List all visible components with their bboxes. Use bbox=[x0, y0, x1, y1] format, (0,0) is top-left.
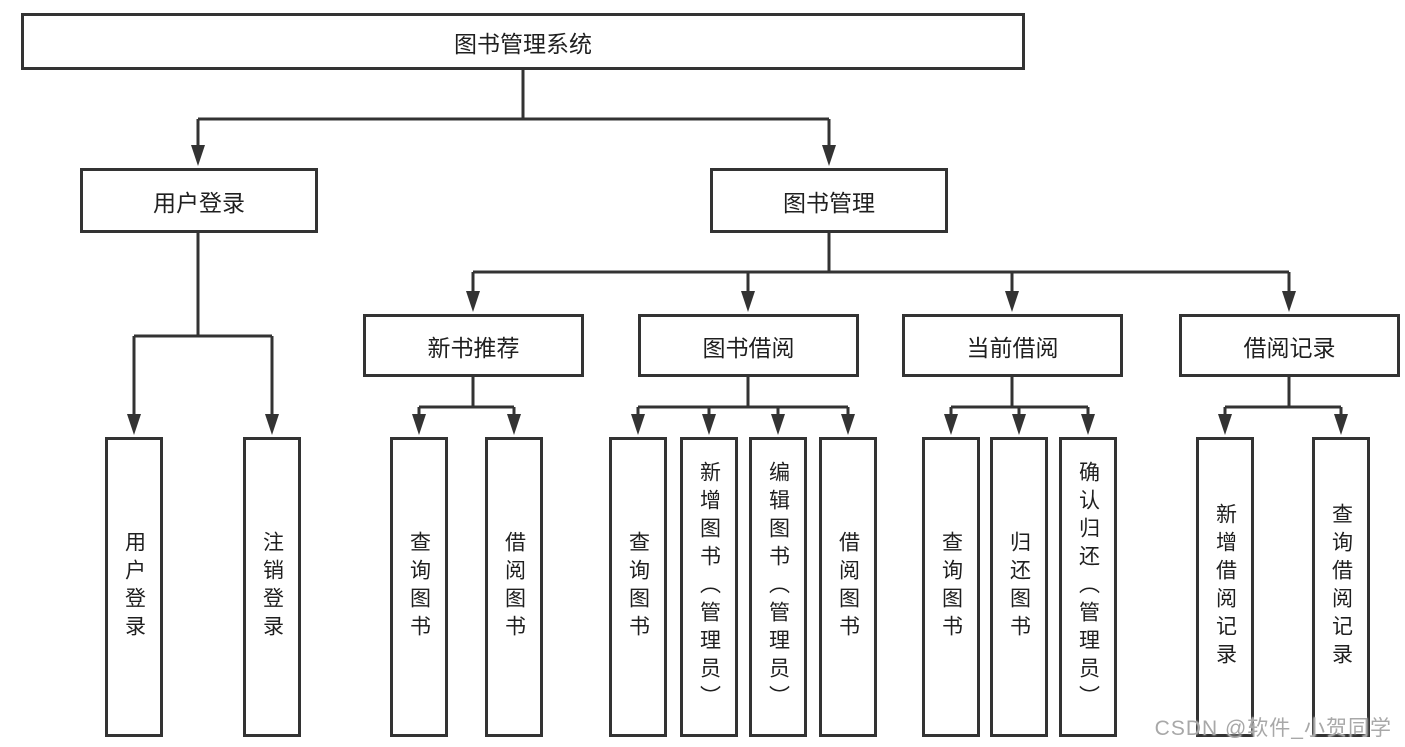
leaf-borrow-books-recommend: 借阅图书 bbox=[485, 437, 543, 737]
node-user-login: 用户登录 bbox=[80, 168, 318, 233]
leaf-user-login: 用户登录 bbox=[105, 437, 163, 737]
leaf-label: 确认归还（管理员） bbox=[1076, 461, 1100, 713]
leaf-logout: 注销登录 bbox=[243, 437, 301, 737]
node-new-book-recommend: 新书推荐 bbox=[363, 314, 584, 377]
leaf-return-books: 归还图书 bbox=[990, 437, 1048, 737]
leaf-label: 注销登录 bbox=[260, 531, 284, 643]
leaf-label: 用户登录 bbox=[122, 531, 146, 643]
node-label: 图书管理 bbox=[783, 189, 875, 216]
node-book-management: 图书管理 bbox=[710, 168, 948, 233]
node-borrow-records: 借阅记录 bbox=[1179, 314, 1400, 377]
leaf-label: 归还图书 bbox=[1007, 531, 1031, 643]
leaf-label: 新增图书（管理员） bbox=[697, 461, 721, 713]
leaf-label: 查询图书 bbox=[939, 531, 963, 643]
leaf-query-borrow-record: 查询借阅记录 bbox=[1312, 437, 1370, 737]
leaf-label: 编辑图书（管理员） bbox=[766, 461, 790, 713]
leaf-query-books-recommend: 查询图书 bbox=[390, 437, 448, 737]
leaf-label: 查询图书 bbox=[626, 531, 650, 643]
leaf-label: 借阅图书 bbox=[836, 531, 860, 643]
node-label: 新书推荐 bbox=[427, 334, 520, 361]
leaf-query-books-borrow: 查询图书 bbox=[609, 437, 667, 737]
leaf-add-books-admin: 新增图书（管理员） bbox=[680, 437, 738, 737]
node-label: 图书管理系统 bbox=[454, 30, 592, 57]
csdn-watermark: CSDN @软件_小贺同学 bbox=[1154, 717, 1392, 740]
leaf-label: 查询借阅记录 bbox=[1329, 503, 1353, 671]
node-label: 图书借阅 bbox=[702, 334, 795, 361]
leaf-label: 借阅图书 bbox=[502, 531, 526, 643]
leaf-borrow-books: 借阅图书 bbox=[819, 437, 877, 737]
node-library-management-system: 图书管理系统 bbox=[21, 13, 1025, 70]
leaf-confirm-return-admin: 确认归还（管理员） bbox=[1059, 437, 1117, 737]
node-current-borrow: 当前借阅 bbox=[902, 314, 1123, 377]
leaf-add-borrow-record: 新增借阅记录 bbox=[1196, 437, 1254, 737]
leaf-query-books-current: 查询图书 bbox=[922, 437, 980, 737]
leaf-edit-books-admin: 编辑图书（管理员） bbox=[749, 437, 807, 737]
node-book-borrow: 图书借阅 bbox=[638, 314, 859, 377]
leaf-label: 查询图书 bbox=[407, 531, 431, 643]
node-label: 借阅记录 bbox=[1243, 334, 1336, 361]
node-label: 当前借阅 bbox=[966, 334, 1059, 361]
leaf-label: 新增借阅记录 bbox=[1213, 503, 1237, 671]
node-label: 用户登录 bbox=[153, 189, 245, 216]
